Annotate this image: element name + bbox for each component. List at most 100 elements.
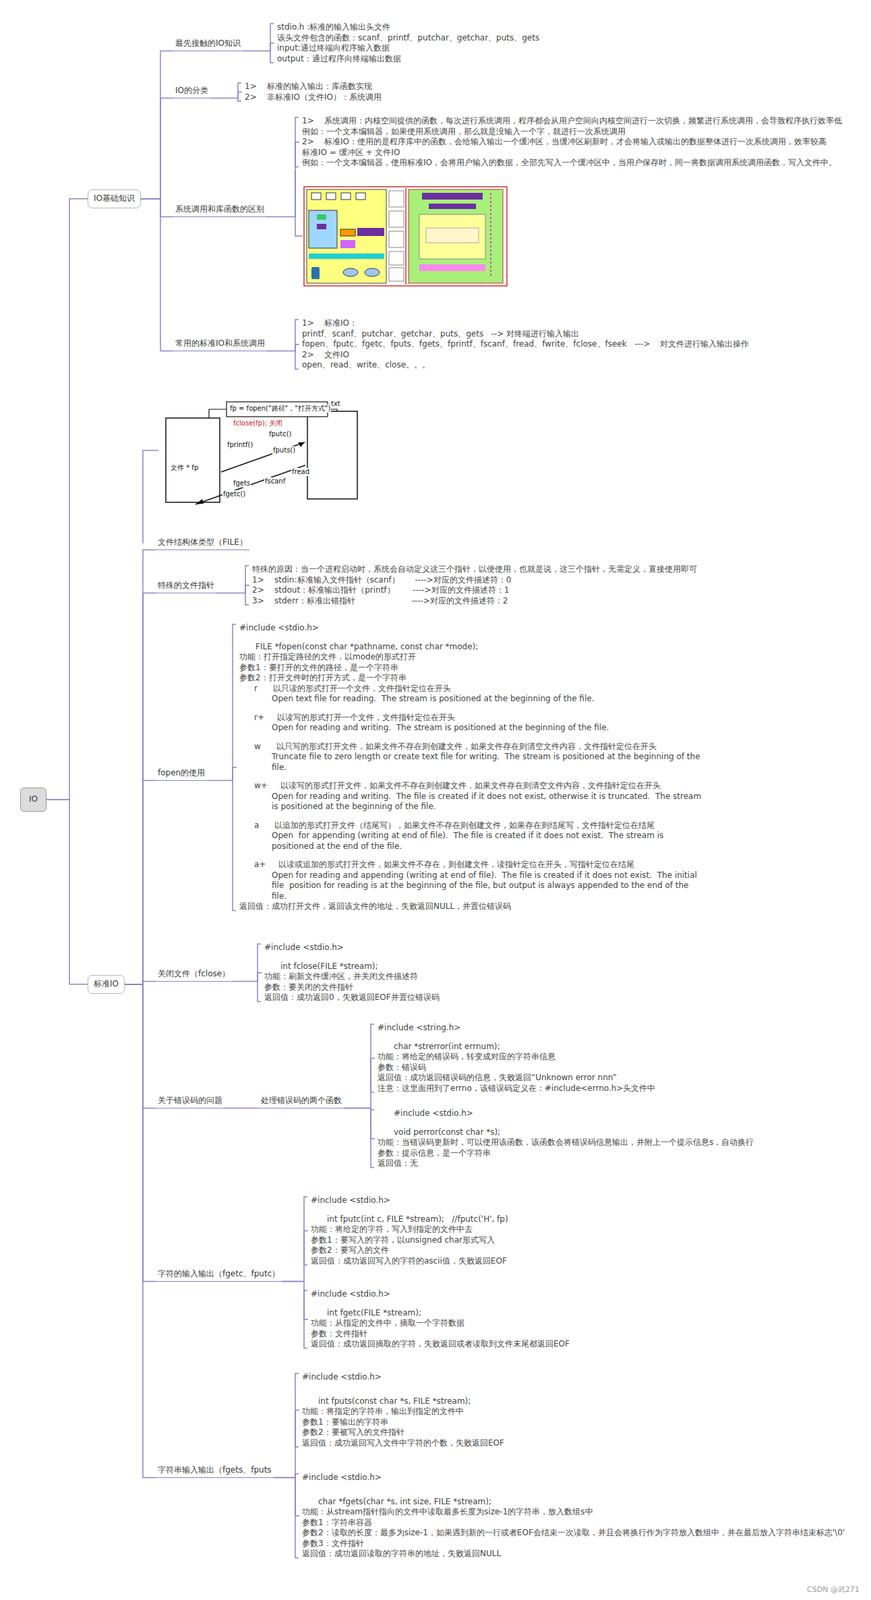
bracket — [370, 1109, 375, 1168]
subtopic: 字符的输入输出（fgetc、fputc） — [155, 1268, 282, 1282]
note-line: 功能：刷新文件缓冲区，并关闭文件描述符 — [264, 971, 615, 983]
note-line: 参数：要关闭的文件指针 — [264, 982, 615, 994]
topic-label: 字符的输入输出（fgetc、fputc） — [157, 1268, 280, 1280]
branch-line — [216, 585, 250, 594]
branch-line — [124, 984, 156, 1109]
note-block: #include <stdio.h> int fgetc(FILE *stream… — [310, 1288, 729, 1350]
figure-label: fp = fopen("路径"，"打开方式") — [229, 404, 332, 413]
topic-label: 关闭文件（fclose） — [157, 968, 230, 980]
note-line: 参数2：要被写入的文件指针 — [302, 1427, 720, 1438]
note-line: 参数1：要输出的字符串 — [302, 1417, 720, 1428]
note-line: 参数1：要打开的文件的路径，是一个字符串 — [239, 662, 705, 674]
subtopic: 系统调用和库函数的区别 — [173, 204, 267, 218]
topic-label: IO的分类 — [175, 85, 209, 97]
branch-line — [266, 344, 300, 352]
subtopic: fopen的使用 — [155, 767, 207, 781]
note-line: 参数2：打开文件时的打开方式，是一个字符串 — [239, 672, 705, 684]
note-line: 功能：当错误码更新时，可以使用该函数，该函数会将错误码信息输出，并附上一个提示信… — [377, 1137, 863, 1149]
topic-label: 最先接触的IO知识 — [175, 38, 241, 50]
note-block: stdio.h :标准的输入输出头文件该头文件包含的函数：scanf、print… — [277, 22, 857, 65]
note-line: 2> stdout：标准输出指针（printf） ---->对应的文件描述符：1 — [252, 585, 859, 596]
note-line: 参数1：字符串容器 — [302, 1517, 865, 1529]
bracket — [295, 319, 299, 370]
note-line: 3> stderr：标准出错指针 ---->对应的文件描述符：2 — [252, 595, 859, 607]
bracket — [295, 117, 299, 168]
note-line: Open for appending (writing at end of fi… — [239, 830, 705, 852]
note-line: Open for reading and writing. The file i… — [239, 791, 705, 813]
branch-topic: 标准IO — [87, 974, 125, 994]
topic-label: 系统调用和库函数的区别 — [175, 204, 265, 216]
note-line: char *strerror(int errnum); — [377, 1041, 863, 1053]
figure-label: fclose(fp); 关闭 — [232, 419, 284, 428]
branch-line — [46, 799, 88, 985]
bracket — [370, 1024, 375, 1093]
note-line: 参数：提示信息，是一个字符串 — [377, 1148, 863, 1159]
topic-label: 常用的标准IO和系统调用 — [175, 338, 265, 350]
note-line: int fclose(FILE *stream); — [264, 961, 615, 973]
note-line: 注意：这里面用到了errno，该错误码定义在：#include<errno.h>… — [377, 1083, 863, 1095]
note-line: 2> 非标准IO（文件IO）：系统调用 — [244, 92, 582, 104]
note-line: Open for reading and appending (writing … — [239, 870, 705, 903]
subtopic: 最先接触的IO知识 — [173, 38, 243, 52]
note-line: 参数2：要写入的文件 — [310, 1245, 729, 1256]
note-line: 特殊的原因：当一个进程启动时，系统会自动定义这三个指针，以便使用，也就是说，这三… — [252, 564, 859, 576]
topic-label: 字符串输入输出（fgets、fputs — [157, 1464, 272, 1476]
note-line: 1> 系统调用：内核空间提供的函数，每次进行系统调用，程序都会从用户空间向内核空… — [302, 115, 866, 127]
note-line: 功能：从stream指针指向的文件中读取最多长度为size-1的字符串，放入数组… — [302, 1506, 865, 1518]
note-line: #include <stdio.h> — [264, 942, 615, 954]
branch-line — [295, 169, 303, 236]
topic-label: IO基础知识 — [93, 193, 135, 205]
note-line: w+ 以读写的形式打开文件，如果文件不存在则创建文件，如果文件存在则清空文件内容… — [239, 780, 705, 792]
note-line: #include <stdio.h> — [302, 1371, 720, 1383]
note-line: stdio.h :标准的输入输出头文件 — [277, 22, 857, 34]
subtopic: 关于错误码的问题 — [155, 1095, 225, 1109]
note-line: void perror(const char *s); — [377, 1127, 863, 1138]
note-line: 参数1：要写入的字符，以unsigned char形式写入 — [310, 1235, 729, 1246]
note-block: #include <stdio.h> int fputc(int c, FILE … — [310, 1195, 729, 1267]
branch-line — [124, 984, 156, 1478]
bracket — [295, 1473, 299, 1558]
note-line: 参数3：文件指针 — [302, 1538, 865, 1550]
note-line: char *fgets(char *s, int size, FILE *str… — [302, 1496, 865, 1508]
watermark: CSDN @武271 — [806, 1585, 861, 1594]
subtopic: 字符串输入输出（fgets、fputs — [155, 1464, 274, 1478]
note-line: #include <stdio.h> — [310, 1288, 729, 1300]
note-line: 返回值：成功返回摘取的字符，失败返回或者读取到文件末尾都返回EOF — [310, 1338, 729, 1350]
note-line: a 以追加的形式打开文件（结尾写），如果文件不存在则创建文件，如果存在则结尾写，… — [239, 820, 705, 832]
branch-line — [124, 593, 156, 985]
subtopic: 文件结构体类型（FILE） — [155, 537, 250, 551]
note-line: 功能：将给定的字符，写入到指定的文件中去 — [310, 1224, 729, 1236]
note-line: Open text file for reading. The stream i… — [239, 693, 705, 705]
bracket — [232, 624, 236, 911]
note-block: #include <stdio.h> void perror(const char… — [377, 1108, 863, 1169]
note-line: 返回值：成功打开文件，返回该文件的地址，失败返回NULL，并置位错误码 — [239, 901, 705, 913]
note-line: 1> 标准的输入输出：库函数实现 — [244, 81, 582, 93]
note-line: 1> stdin:标准输入文件指针（scanf） ---->对应的文件描述符：0 — [252, 575, 859, 586]
note-line: 例如：一个文本编辑器，如果使用系统调用，那么就是没输入一个字，就进行一次系统调用 — [302, 126, 866, 138]
branch-line — [140, 198, 174, 218]
branch-line — [124, 984, 156, 1282]
topic-label: 标准IO — [93, 978, 119, 990]
note-line: #include <stdio.h> — [310, 1195, 729, 1207]
note-line: int fgetc(FILE *stream); — [310, 1307, 729, 1319]
note-line: 参数2：读取的长度：最多为size-1，如果遇到新的一行或者EOF会结束一次读取… — [302, 1527, 865, 1539]
note-line: 返回值：成功返回写入的字符的ascii值，失败返回EOF — [310, 1255, 729, 1267]
topic-label: 特殊的文件指针 — [157, 580, 215, 592]
note-line: 参数：错误码 — [377, 1062, 863, 1074]
subtopic: 关闭文件（fclose） — [155, 968, 232, 982]
branch-topic: IO基础知识 — [87, 189, 141, 209]
branch-line — [343, 1058, 375, 1109]
note-line: int fputc(int c, FILE *stream); //fputc(… — [310, 1214, 729, 1225]
note-line: 功能：打开指定路径的文件，以mode的形式打开 — [239, 651, 705, 663]
figure-label: 文件 * fp — [169, 463, 199, 472]
note-line: int fputs(const char *s, FILE *stream); — [302, 1396, 720, 1407]
root-topic: IO — [20, 787, 47, 812]
note-block: 1> 系统调用：内核空间提供的函数，每次进行系统调用，程序都会从用户空间向内核空… — [302, 115, 866, 169]
note-line: 标准IO = 缓冲区 + 文件IO — [302, 147, 866, 159]
note-line: Open for reading and writing. The stream… — [239, 722, 705, 734]
bracket — [304, 1196, 308, 1265]
subtopic: IO的分类 — [173, 85, 211, 99]
note-line: #include <stdio.h> — [377, 1108, 863, 1120]
note-line: 该头文件包含的函数：scanf、printf、putchar、getchar、p… — [277, 33, 857, 44]
